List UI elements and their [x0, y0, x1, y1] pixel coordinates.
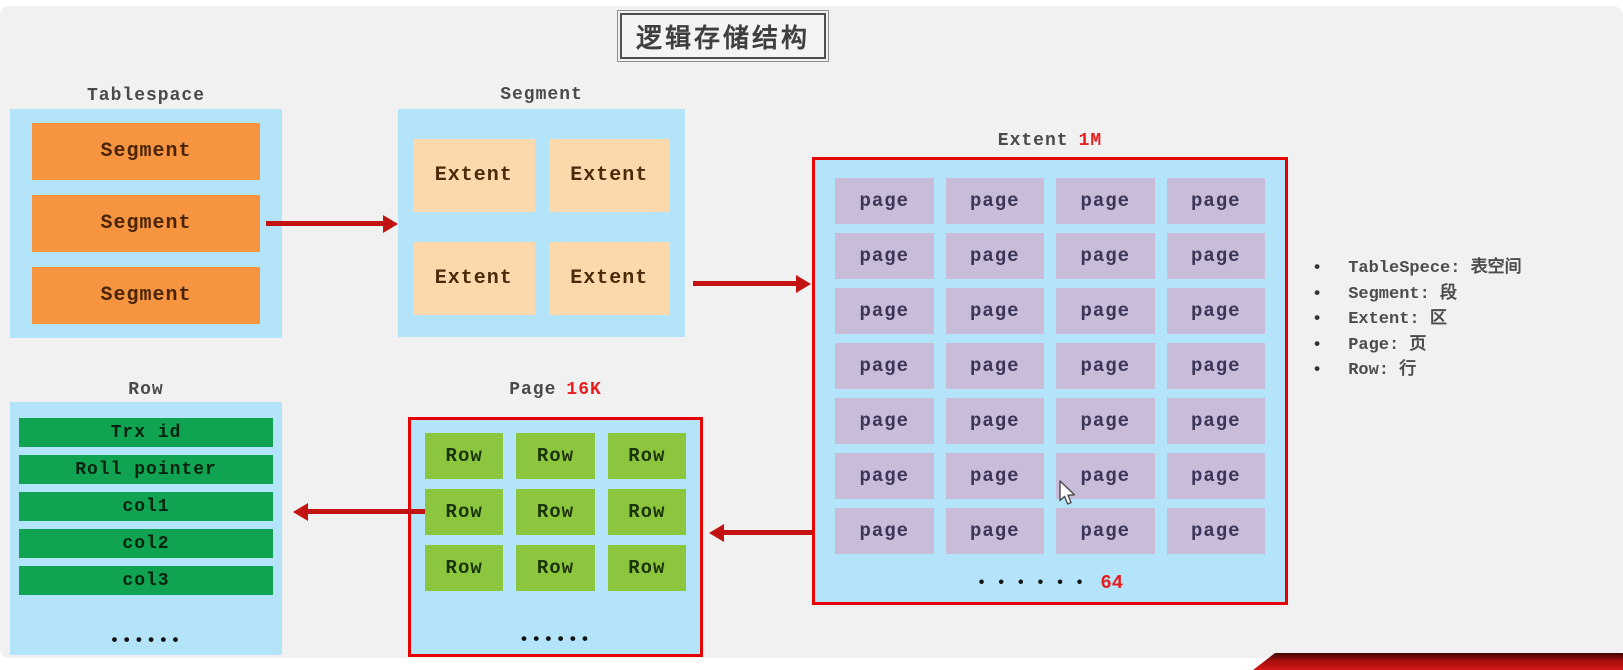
page-row-cell: Row — [516, 545, 595, 591]
page-row-cell: Row — [607, 545, 686, 591]
page-row-cell: Row — [516, 433, 595, 479]
page-row-cell: Row — [607, 433, 686, 479]
page-cell: page — [1166, 343, 1265, 389]
arrow-extent-to-page — [724, 530, 812, 535]
page-cell: page — [1166, 508, 1265, 554]
page-cell: page — [1056, 178, 1155, 224]
page-title: 逻辑存储结构 — [617, 10, 829, 62]
segment-bar: Segment — [32, 195, 260, 252]
extent-size-badge: 1M — [1078, 131, 1103, 151]
legend-item: Extent: 区 — [1312, 307, 1522, 333]
extent-cell: Extent — [548, 242, 670, 315]
row-container: •••••• Trx id Roll pointer col1 col2 col3 — [10, 402, 282, 655]
segment-bar: Segment — [32, 267, 260, 324]
page-cell: page — [835, 508, 934, 554]
extent-cell: Extent — [413, 139, 535, 212]
row-field: col1 — [19, 492, 273, 521]
row-ellipsis: •••••• — [109, 632, 183, 651]
arrow-segment-to-extent — [693, 281, 796, 286]
row-field: col2 — [19, 529, 273, 558]
segment-bar: Segment — [32, 123, 260, 180]
legend-item: TableSpece: 表空间 — [1312, 256, 1521, 282]
page-cell: page — [835, 288, 934, 334]
page-cell: page — [1056, 343, 1155, 389]
row-field: Trx id — [19, 418, 273, 447]
page-cell: page — [1166, 288, 1265, 334]
page-cell: page — [835, 343, 934, 389]
row-field: Roll pointer — [19, 455, 273, 484]
page-cell: page — [1166, 178, 1265, 224]
page-cell: page — [945, 508, 1044, 554]
video-progress-bar[interactable] — [1253, 653, 1623, 670]
page-cell: page — [945, 288, 1044, 334]
page-cell: page — [1166, 453, 1265, 499]
page-cell: page — [1166, 398, 1265, 444]
extent-ellipsis: •••••• — [976, 574, 1095, 592]
page-row-cell: Row — [425, 489, 504, 535]
extent-label: Extent 1M — [812, 131, 1288, 151]
arrow-tablespace-to-segment — [266, 221, 383, 226]
legend-item: Segment: 段 — [1312, 282, 1522, 308]
row-label: Row — [128, 380, 164, 400]
page-cell: page — [945, 343, 1044, 389]
page-block-label-text: Page — [509, 380, 557, 400]
page-cell: page — [945, 398, 1044, 444]
segment-label: Segment — [500, 85, 583, 105]
arrow-page-to-row — [308, 509, 425, 514]
page-block-label: Page 16K — [408, 380, 703, 400]
page-cell: page — [1056, 288, 1155, 334]
page-cell: page — [835, 233, 934, 279]
legend-item: Row: 行 — [1312, 358, 1522, 384]
page-ellipsis: •••••• — [518, 631, 593, 650]
page-cell: page — [945, 233, 1044, 279]
mouse-cursor-icon — [1056, 480, 1078, 512]
legend-item: Page: 页 — [1312, 333, 1522, 359]
page-cell: page — [835, 178, 934, 224]
extent-cell: Extent — [413, 242, 535, 315]
page-cell: page — [1056, 398, 1155, 444]
page-cell: page — [945, 178, 1044, 224]
extent-label-text: Extent — [997, 131, 1069, 151]
extent-cell: Extent — [548, 139, 670, 212]
page-cell: page — [1056, 508, 1155, 554]
tablespace-label: Tablespace — [86, 86, 206, 106]
page-cell: page — [835, 453, 934, 499]
page-row-cell: Row — [516, 489, 595, 535]
page-row-cell: Row — [607, 489, 686, 535]
page-row-cell: Row — [425, 433, 504, 479]
row-field: col3 — [19, 566, 273, 595]
page-cell: page — [1056, 233, 1155, 279]
page-row-cell: Row — [425, 545, 504, 591]
legend: TableSpece: 表空间Segment: 段Extent: 区Page: … — [1312, 256, 1522, 384]
page-size-badge: 16K — [566, 380, 602, 400]
page-cell: page — [835, 398, 934, 444]
page-cell: page — [1056, 453, 1155, 499]
page-title-text: 逻辑存储结构 — [635, 24, 810, 55]
extent-page-count-badge: 64 — [1100, 572, 1124, 594]
page-cell: page — [1166, 233, 1265, 279]
page-cell: page — [945, 453, 1044, 499]
extent-ellipsis-row: •••••• 64 — [815, 572, 1285, 594]
